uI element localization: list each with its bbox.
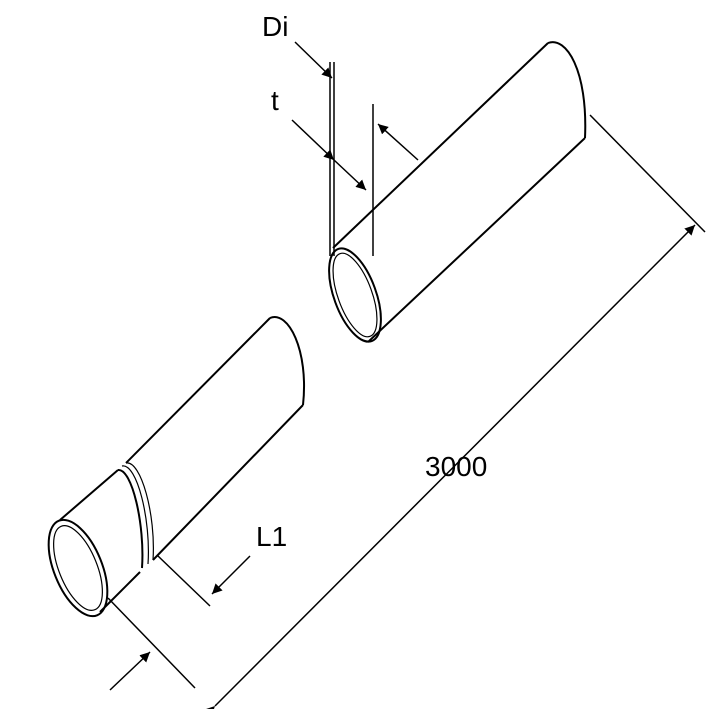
di-leader [294, 41, 333, 79]
upper-pipe-top-edge [332, 42, 549, 249]
dimension-l1 [107, 555, 251, 691]
upper-pipe-far-end [547, 41, 587, 139]
lower-pipe-far-end [269, 316, 305, 406]
upper-pipe-bottom-edge [367, 137, 586, 343]
l1-label: L1 [256, 521, 287, 552]
upper-pipe [328, 41, 587, 343]
lower-pipe [47, 316, 305, 618]
t-leader-right [377, 123, 419, 161]
t-leader-mid [333, 159, 367, 191]
t-label: t [271, 85, 279, 116]
lower-pipe-opening-outer [47, 518, 109, 618]
dimension-length [204, 114, 706, 709]
lower-pipe-top-edge [125, 317, 271, 464]
l1-extension-line-2 [157, 555, 211, 607]
lower-pipe-socket-ring-1 [117, 469, 144, 569]
lower-pipe-socket-ring-3 [125, 462, 154, 561]
lower-pipe-socket-bottom-edge [99, 571, 141, 613]
lower-pipe-socket-ring-2 [121, 465, 150, 565]
upper-pipe-opening-outer [328, 247, 382, 343]
length-extension-line-top [589, 114, 706, 233]
di-label: Di [262, 11, 288, 42]
dimension-t [291, 104, 419, 256]
lower-pipe-socket-top-edge [59, 469, 119, 521]
t-leader-left [291, 119, 335, 161]
l1-extension-line-1 [107, 597, 196, 689]
lower-pipe-opening-inner [53, 525, 103, 611]
dimension-di [294, 41, 335, 256]
length-label: 3000 [425, 451, 487, 482]
l1-leader-upper [211, 555, 251, 595]
l1-leader-lower [109, 651, 151, 691]
length-dimension-line [204, 224, 696, 709]
